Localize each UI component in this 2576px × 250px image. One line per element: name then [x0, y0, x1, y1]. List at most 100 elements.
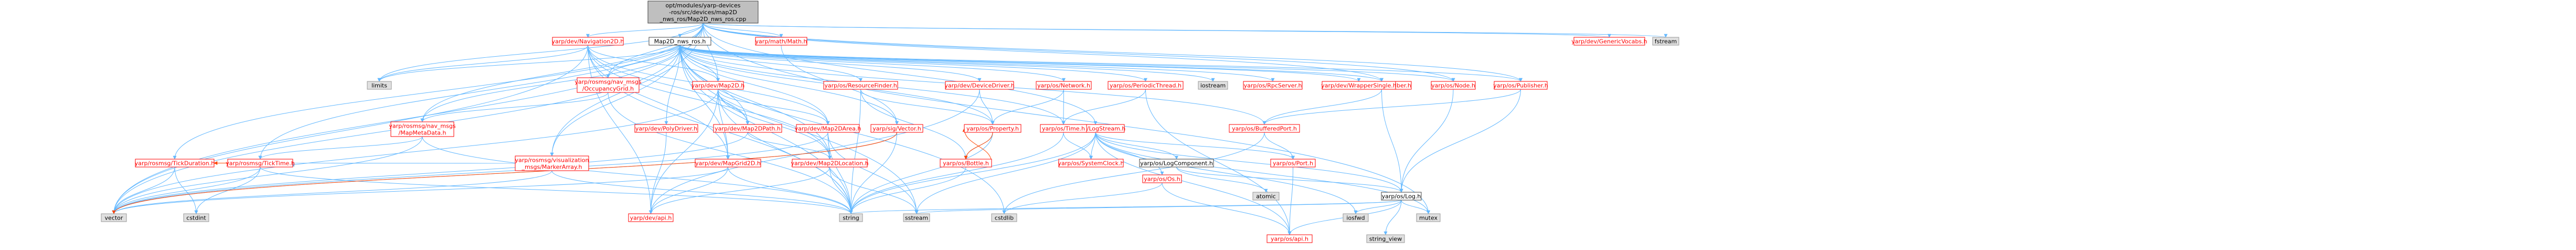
node-occgrid[interactable]: yarp/rosmsg/nav_msgs/OccupancyGrid.h — [574, 77, 642, 93]
edge-map2d_nws_ros-to-iostream — [679, 45, 1215, 82]
node-math[interactable]: yarp/math/Math.h — [755, 37, 807, 46]
node-genericvocabs[interactable]: yarp/dev/GenericVocabs.h — [1571, 37, 1647, 46]
edge-map2d_nws_ros-to-map2darea — [679, 45, 830, 125]
node-map2d_nws_ros: Map2D_nws_ros.h — [648, 37, 711, 46]
node-osport[interactable]: yarp/os/Port.h — [1270, 159, 1316, 168]
edge-mapgrid-to-string — [728, 166, 853, 214]
edge-root-to-node — [702, 23, 1455, 82]
node-map2d[interactable]: yarp/dev/Map2D.h — [691, 81, 745, 90]
node-cstdlib: cstdlib — [991, 213, 1017, 222]
edge-map2d_nws_ros-to-subscriber — [679, 45, 1383, 82]
node-sysclock[interactable]: yarp/os/SystemClock.h — [1058, 159, 1124, 168]
edge-map2dloc-to-string — [829, 166, 853, 214]
node-box — [692, 81, 744, 90]
edge-markerarray-to-vector — [112, 170, 552, 214]
node-network[interactable]: yarp/os/Network.h — [1036, 81, 1092, 90]
node-ticktime[interactable]: yarp/rosmsg/TickTime.h — [226, 159, 295, 168]
node-label: yarp/os/Os.h — [1144, 176, 1180, 183]
edge-bottle-to-string — [849, 166, 966, 214]
node-node[interactable]: yarp/os/Node.h — [1431, 81, 1476, 90]
edge-map2darea-to-vector — [112, 132, 828, 214]
edge-subscriber-to-bufferedport — [1262, 89, 1382, 125]
node-box — [101, 213, 127, 222]
node-map2dpath[interactable]: yarp/dev/Map2DPath.h — [713, 124, 782, 133]
node-label: string_view — [1369, 236, 1402, 243]
edge-markerarray-to-ticktime — [292, 163, 516, 166]
node-devapi[interactable]: yarp/dev/api.h — [628, 213, 674, 222]
edge-network-to-ostime — [1061, 89, 1066, 125]
edge-map2d-to-devapi — [649, 89, 718, 214]
node-polydriver[interactable]: yarp/dev/PolyDriver.h — [634, 124, 698, 133]
node-box — [634, 124, 698, 133]
node-label: _nws_ros/Map2D_nws_ros.cpp — [659, 16, 747, 23]
node-label: yarp/os/Publisher.h — [1493, 82, 1548, 89]
node-box — [577, 77, 640, 93]
edge-devdriver-to-devapi — [649, 89, 980, 214]
edge-tickduration-to-vector — [112, 166, 175, 214]
node-box — [1040, 124, 1087, 133]
node-publisher[interactable]: yarp/os/Publisher.h — [1493, 81, 1548, 90]
node-box — [227, 159, 293, 168]
node-box — [1266, 234, 1313, 243]
node-osapi[interactable]: yarp/os/api.h — [1266, 234, 1313, 243]
node-label: opt/modules/yarp-devices — [666, 2, 741, 9]
node-label: yarp/rosmsg/nav_msgs — [574, 79, 641, 86]
node-label: yarp/dev/Map2DPath.h — [715, 126, 781, 132]
node-ostime[interactable]: yarp/os/Time.h — [1040, 124, 1087, 133]
node-wrappersingle[interactable]: yarp/dev/WrapperSingle.h — [1321, 81, 1397, 90]
node-box — [552, 37, 624, 46]
edge-map2d_nws_ros-to-limits — [377, 45, 680, 82]
edge-map2d_nws_ros-to-markerarray — [550, 45, 680, 157]
edge-periodic-to-ostime — [1061, 89, 1146, 125]
edge-map2d-to-map2darea — [718, 89, 830, 125]
edge-ostime-to-sysclock — [1063, 132, 1093, 160]
node-box — [135, 159, 215, 168]
node-map2darea[interactable]: yarp/dev/Map2DArea.h — [795, 124, 861, 133]
edge-nav2d-to-limits — [377, 45, 588, 82]
node-nav2d[interactable]: yarp/dev/Navigation2D.h — [552, 37, 624, 46]
node-box — [515, 155, 589, 171]
node-markerarray[interactable]: yarp/rosmsg/visualization_msgs/MarkerArr… — [515, 155, 589, 171]
node-tickduration[interactable]: yarp/rosmsg/TickDuration.h — [135, 159, 215, 168]
node-box — [1270, 159, 1316, 168]
node-label: sstream — [905, 215, 928, 222]
node-sigvector[interactable]: yarp/sig/Vector.h — [870, 124, 923, 133]
node-box — [991, 213, 1017, 222]
edge-map2d_nws_ros-to-network — [679, 45, 1066, 82]
node-limits: limits — [367, 81, 392, 90]
node-box — [713, 124, 782, 133]
edge-root-to-tickduration — [173, 23, 704, 160]
edge-mapgrid-to-vector — [112, 166, 728, 214]
edge-polydriver-to-devapi — [649, 132, 667, 214]
node-cstdint: cstdint — [183, 213, 209, 222]
node-string: string — [839, 213, 863, 222]
node-label: Map2D_nws_ros.h — [654, 38, 706, 45]
node-mapmeta[interactable]: yarp/rosmsg/nav_msgs/MapMetaData.h — [389, 121, 456, 137]
node-osos[interactable]: yarp/os/Os.h — [1142, 174, 1182, 183]
node-bufferedport[interactable]: yarp/os/BufferedPort.h — [1229, 124, 1300, 133]
edge-resfinder-to-string — [849, 89, 861, 214]
node-property[interactable]: yarp/os/Property.h — [964, 124, 1021, 133]
node-label: yarp/dev/api.h — [630, 215, 672, 222]
node-string_view: string_view — [1366, 234, 1405, 243]
node-bottle[interactable]: yarp/os/Bottle.h — [940, 159, 992, 168]
root-file-node[interactable]: opt/modules/yarp-devices-ros/src/devices… — [647, 1, 759, 24]
edge-network-to-property — [991, 89, 1064, 125]
node-periodic[interactable]: yarp/os/PeriodicThread.h — [1108, 81, 1184, 90]
node-box — [1573, 37, 1645, 46]
node-mapgrid[interactable]: yarp/dev/MapGrid2D.h — [695, 159, 761, 168]
node-map2dloc[interactable]: yarp/dev/Map2DLocation.h — [791, 159, 869, 168]
edge-map2darea-to-sstream — [827, 132, 919, 214]
edge-logstream-to-oslog — [1095, 132, 1403, 193]
node-resfinder[interactable]: yarp/os/ResourceFinder.h — [823, 81, 898, 90]
node-box — [964, 124, 1021, 133]
edge-oslog-to-mutex — [1401, 200, 1430, 214]
node-devdriver[interactable]: yarp/dev/DeviceDriver.h — [944, 81, 1015, 90]
node-label: limits — [371, 82, 387, 89]
node-box — [647, 1, 759, 24]
node-rpcserver[interactable]: yarp/os/RpcServer.h — [1243, 81, 1303, 90]
edge-mapmeta-to-string — [422, 136, 853, 214]
edge-mapmeta-to-vector — [112, 136, 423, 214]
edge-map2d_nws_ros-to-sigvector — [679, 45, 899, 125]
node-box — [628, 213, 674, 222]
